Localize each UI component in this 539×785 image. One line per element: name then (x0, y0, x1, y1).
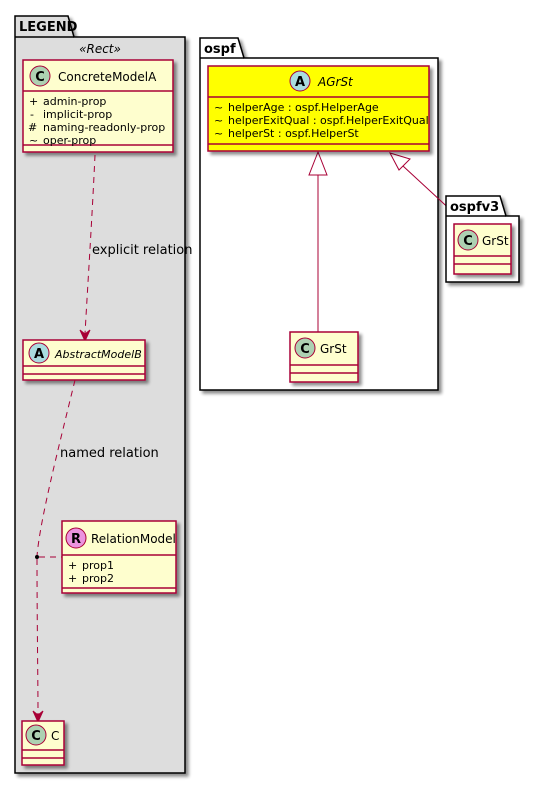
class-name: C (51, 729, 59, 743)
visibility-package-icon: ~ (29, 134, 38, 147)
visibility-protected-icon: # (28, 121, 37, 134)
ospf-title: ospf (204, 42, 236, 57)
relation-class-name: RelationModel (91, 532, 176, 546)
class-circle-icon (25, 724, 47, 746)
relation-circle-letter: R (71, 532, 81, 547)
abstract-circle-letter: A (295, 75, 305, 90)
class-c[interactable]: C C (21, 720, 65, 766)
explicit-relation-label: explicit relation (92, 243, 192, 258)
visibility-package-icon: ~ (214, 114, 223, 127)
agrst-class-name: AGrSt (317, 75, 354, 89)
named-relation-label: named relation (60, 446, 159, 461)
property: admin-prop (43, 95, 106, 108)
named-relation-arrow: named relation (32, 379, 159, 724)
class-circle-letter: C (31, 729, 41, 744)
property: helperExitQual : ospf.HelperExitQual (228, 114, 429, 127)
property: helperAge : ospf.HelperAge (228, 101, 379, 114)
ospfv3-title: ospfv3 (450, 200, 499, 215)
visibility-public-icon: + (29, 95, 38, 108)
class-ospfv3-grst[interactable]: C GrSt (453, 223, 512, 275)
legend-stereotype: «Rect» (79, 42, 121, 56)
visibility-private-icon: - (30, 108, 34, 121)
abstract-circle-letter: A (34, 347, 44, 362)
visibility-public-icon: + (68, 572, 77, 585)
class-circle-letter: C (300, 342, 310, 357)
relation-junction-dot (35, 555, 39, 559)
class-concrete-model-a[interactable]: C ConcreteModelA + admin-prop - implicit… (22, 59, 174, 153)
abstract-circle-icon (289, 70, 311, 92)
class-circle-icon (457, 229, 479, 251)
property: implicit-prop (43, 108, 112, 121)
class-circle-icon (29, 65, 51, 87)
class-name: GrSt (320, 342, 347, 356)
class-name: GrSt (482, 234, 509, 248)
class-agrst[interactable]: A AGrSt ~ helperAge : ospf.HelperAge ~ h… (207, 65, 430, 152)
visibility-package-icon: ~ (214, 127, 223, 140)
property: helperSt : ospf.HelperSt (228, 127, 359, 140)
property: prop2 (82, 572, 114, 585)
class-circle-letter: C (35, 70, 45, 85)
class-relation-model[interactable]: R RelationModel + prop1 + prop2 (61, 520, 177, 594)
class-name: ConcreteModelA (58, 70, 157, 84)
legend-title: LEGEND (19, 20, 78, 35)
visibility-public-icon: + (68, 559, 77, 572)
visibility-package-icon: ~ (214, 101, 223, 114)
relation-circle-icon (65, 527, 87, 549)
abstract-class-name: AbstractModelB (54, 348, 142, 361)
property: oper-prop (43, 134, 96, 147)
property: naming-readonly-prop (43, 121, 165, 134)
class-abstract-model-b[interactable]: A AbstractModelB (22, 339, 146, 381)
abstract-circle-icon (28, 342, 50, 364)
property: prop1 (82, 559, 114, 572)
class-ospf-grst[interactable]: C GrSt (289, 331, 359, 383)
class-circle-letter: C (463, 234, 473, 249)
class-circle-icon (294, 337, 316, 359)
explicit-relation-arrow: explicit relation (79, 154, 192, 343)
